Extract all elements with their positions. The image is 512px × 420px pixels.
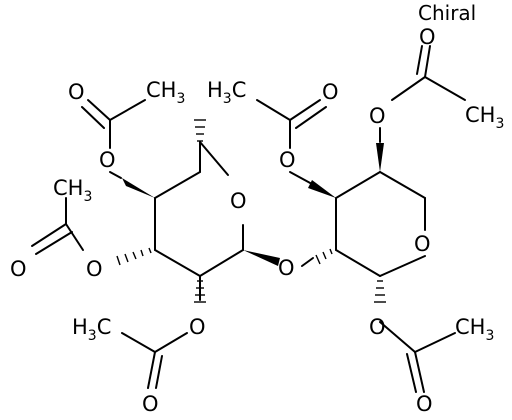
bond <box>424 45 431 78</box>
atom-labels: O O O O O CH3 O O CH3 O O H3C O O H3C O … <box>10 25 504 416</box>
bond <box>335 171 381 199</box>
bond <box>65 223 84 251</box>
bond <box>121 332 156 353</box>
hashed-bonds <box>116 119 386 303</box>
bond <box>289 171 313 185</box>
bond <box>109 99 146 121</box>
bond <box>154 249 201 277</box>
methyl-label: CH3 <box>53 176 92 205</box>
bond <box>109 171 122 179</box>
atom-label: O <box>189 315 206 339</box>
atom-label: O <box>142 392 159 416</box>
atom-label: O <box>230 189 247 213</box>
bond <box>154 332 188 353</box>
atom-label: O <box>414 232 431 256</box>
wedge-bonds <box>122 143 384 266</box>
wedge-bond <box>243 250 280 266</box>
atom-label: O <box>369 315 386 339</box>
bond <box>335 249 381 277</box>
bond <box>301 257 314 267</box>
atom-label: O <box>416 392 433 416</box>
bond <box>379 171 426 199</box>
bond <box>289 99 321 121</box>
atom-label: O <box>68 80 85 104</box>
methyl-label: CH3 <box>146 78 185 107</box>
hash-bond <box>322 251 327 260</box>
hash-bond <box>148 247 152 254</box>
atom-label: O <box>279 148 296 172</box>
hash-bond <box>124 253 129 263</box>
bond <box>81 106 105 129</box>
bond <box>87 99 111 121</box>
methyl-label: H3C <box>207 78 246 107</box>
bond <box>295 106 327 129</box>
atom-label: O <box>86 257 103 281</box>
methyl-label: H3C <box>72 315 111 344</box>
hash-bond <box>116 255 121 266</box>
atom-label: O <box>99 148 116 172</box>
bond <box>424 76 466 101</box>
bond <box>414 332 456 353</box>
bond <box>154 171 201 199</box>
single-bonds <box>31 45 466 393</box>
wedge-bond <box>308 180 336 198</box>
bond <box>199 141 229 176</box>
bond <box>391 76 426 101</box>
bond <box>155 355 163 389</box>
bond <box>147 351 156 389</box>
hash-bond <box>132 251 137 260</box>
atom-label: O <box>278 256 295 280</box>
bond <box>416 45 423 75</box>
methyl-label: CH3 <box>465 103 504 132</box>
bond <box>379 321 416 353</box>
bond <box>35 231 73 255</box>
bond <box>414 351 425 393</box>
wedge-bond <box>376 143 384 172</box>
methyl-label: CH3 <box>455 315 494 344</box>
bond <box>199 249 244 277</box>
hash-bond <box>140 249 144 257</box>
atom-label: O <box>322 80 339 104</box>
bond <box>406 353 417 393</box>
atom-label: O <box>10 257 27 281</box>
atom-label: O <box>419 25 436 49</box>
bond <box>379 255 426 277</box>
bond <box>31 223 67 247</box>
hash-bond <box>329 248 333 255</box>
atom-label: O <box>369 104 386 128</box>
wedge-bond <box>122 178 155 198</box>
hash-bond <box>315 254 321 265</box>
chiral-label: Chiral <box>418 1 476 25</box>
bond <box>256 99 291 121</box>
